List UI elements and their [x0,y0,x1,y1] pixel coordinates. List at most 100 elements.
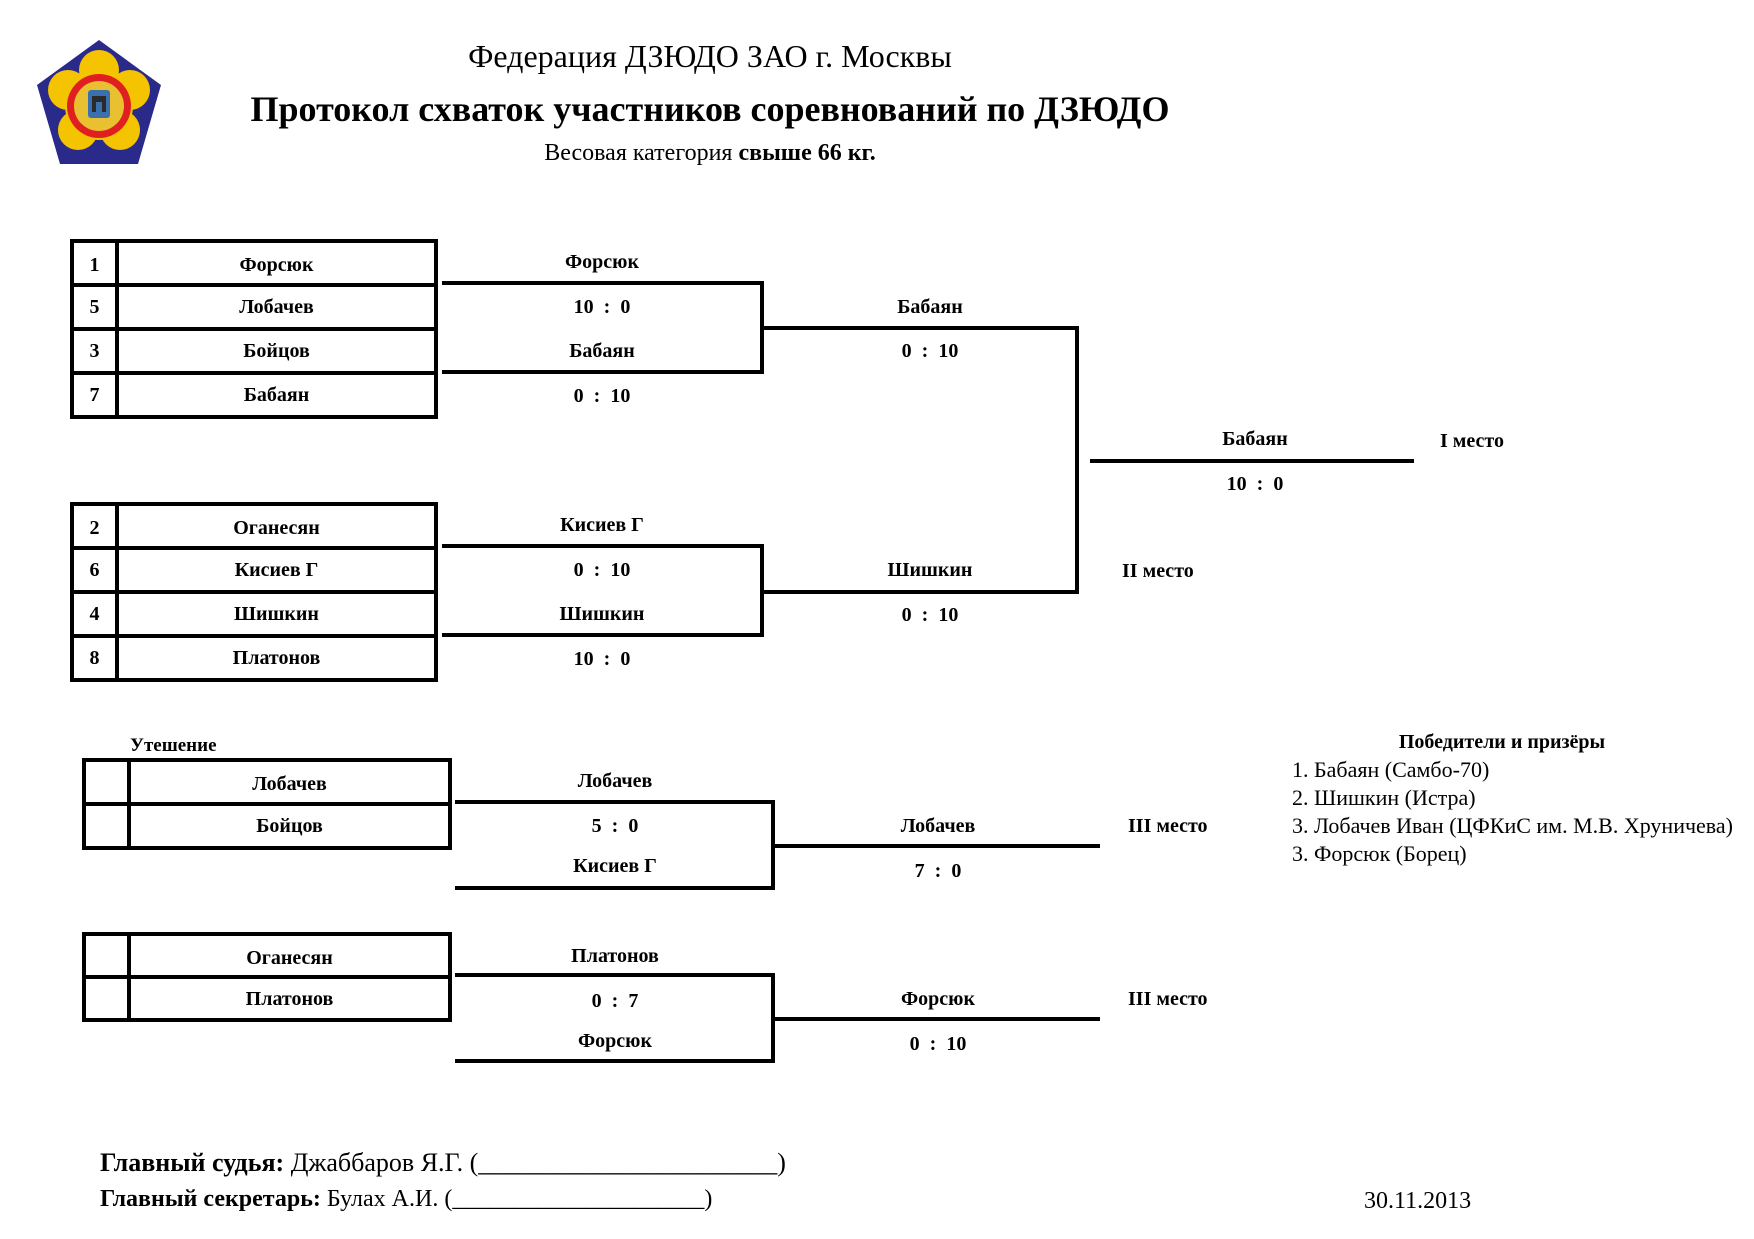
bracket-line [1090,459,1414,463]
bracket-line [764,326,1079,330]
match-winner: Форсюк [565,251,639,273]
chief-secretary: Главный секретарь: Булах А.И. (_________… [100,1186,712,1213]
winners-item: 3. Лобачев Иван (ЦФКиС им. М.В. Хруничев… [1292,813,1733,838]
second-place-label: II место [1122,560,1194,582]
seed-name: Оганесян [233,516,320,539]
protocol-date: 30.11.2013 [1364,1188,1472,1214]
seed-name: Платонов [232,646,321,669]
first-place-label: I место [1440,430,1504,452]
winners-heading: Победители и призёры [1398,731,1606,753]
match-winner: Шишкин [887,559,973,581]
consolation-label: Утешение [130,735,217,756]
match-score: 0 : 7 [591,990,639,1012]
bronze-score: 7 : 0 [914,860,962,882]
chief-judge: Главный судья: Джаббаров Я.Г. (_________… [100,1148,786,1178]
match-score: 10 : 0 [573,648,631,670]
seed-row: 5 Лобачев [74,283,434,327]
seed-name: Лобачев [252,772,327,795]
seed-number [86,762,131,806]
bracket-line [442,544,764,548]
seed-name: Шишкин [234,602,319,625]
seed-row: Платонов [86,975,448,1019]
match-winner: Кисиев Г [560,514,644,536]
match-winner: Лобачев [577,770,653,792]
seed-number: 8 [74,638,119,678]
bracket-line [1075,326,1079,594]
seed-name: Бойцов [243,339,310,362]
seed-name: Бойцов [256,814,323,837]
seed-number [86,936,131,980]
seed-row: Оганесян [86,936,448,980]
bracket-line [455,800,775,804]
seed-row: 6 Кисиев Г [74,546,434,590]
seed-row: 4 Шишкин [74,590,434,634]
bronze-winner: Лобачев [900,815,976,837]
seed-number: 6 [74,550,119,590]
final-score: 10 : 0 [1226,473,1284,495]
match-score: 0 : 10 [901,340,959,362]
chief-judge-value: Джаббаров Я.Г. (_______________________) [290,1148,786,1177]
match-winner: Платонов [571,945,659,967]
match-opponent: Кисиев Г [573,855,657,877]
weight-category-label: Весовая категория [544,140,733,166]
seed-number [86,979,131,1019]
bracket-line [775,1017,1100,1021]
bracket-line [771,973,775,1063]
pool-b-table: 2 Оганесян 6 Кисиев Г 4 Шишкин 8 Платонов [70,502,438,682]
protocol-title: Протокол схваток участников соревнований… [250,89,1170,129]
seed-row: 8 Платонов [74,634,434,678]
seed-row: 7 Бабаян [74,371,434,415]
seed-row: 1 Форсюк [74,243,434,287]
consolation-b-table: Оганесян Платонов [82,932,452,1022]
winners-list: Победители и призёры 1. Бабаян (Самбо-70… [1292,728,1733,868]
bracket-line [455,1059,775,1063]
consolation-a-table: Лобачев Бойцов [82,758,452,850]
seed-number: 7 [74,375,119,415]
seed-name: Лобачев [239,295,314,318]
match-opponent: Форсюк [578,1030,652,1052]
seed-number: 4 [74,594,119,634]
pool-a-table: 1 Форсюк 5 Лобачев 3 Бойцов 7 Бабаян [70,239,438,419]
bronze-score: 0 : 10 [909,1033,967,1055]
third-place-label: III место [1128,988,1208,1010]
seed-number [86,806,131,846]
match-winner: Бабаян [897,296,963,318]
winners-item: 1. Бабаян (Самбо-70) [1292,757,1490,782]
weight-category-value: свыше 66 кг. [738,140,876,166]
third-place-label: III место [1128,815,1208,837]
seed-number: 5 [74,287,119,327]
seed-number: 3 [74,331,119,371]
seed-name: Бабаян [243,383,310,406]
final-winner: Бабаян [1222,428,1288,450]
seed-row: Бойцов [86,802,448,846]
seed-number: 2 [74,506,119,550]
seed-number: 1 [74,243,119,287]
winners-item: 3. Форсюк (Борец) [1292,841,1467,866]
bronze-winner: Форсюк [901,988,975,1010]
bracket-line [771,800,775,890]
match-winner: Шишкин [559,603,645,625]
bracket-line [775,844,1100,848]
winners-item: 2. Шишкин (Истра) [1292,785,1476,810]
seed-row: 2 Оганесян [74,506,434,550]
seed-name: Кисиев Г [234,558,319,581]
seed-name: Форсюк [239,253,314,276]
bracket-line [764,590,1079,594]
chief-judge-label: Главный судья: [100,1148,285,1177]
match-score: 10 : 0 [573,296,631,318]
seed-name: Оганесян [246,946,333,969]
bracket-line [455,886,775,890]
match-score: 0 : 10 [573,559,631,581]
bracket-line [442,281,764,285]
seed-name: Платонов [245,987,334,1010]
match-winner: Бабаян [569,340,635,362]
match-score: 0 : 10 [901,604,959,626]
bracket-line [455,973,775,977]
chief-secretary-value: Булах А.И. (_____________________) [326,1186,713,1212]
match-score: 5 : 0 [591,815,639,837]
bracket-line [760,544,764,637]
bracket-line [442,633,764,637]
bracket-line [442,370,764,374]
weight-category: Весовая категория свыше 66 кг. [0,140,1420,167]
federation-emblem-icon [37,40,161,164]
